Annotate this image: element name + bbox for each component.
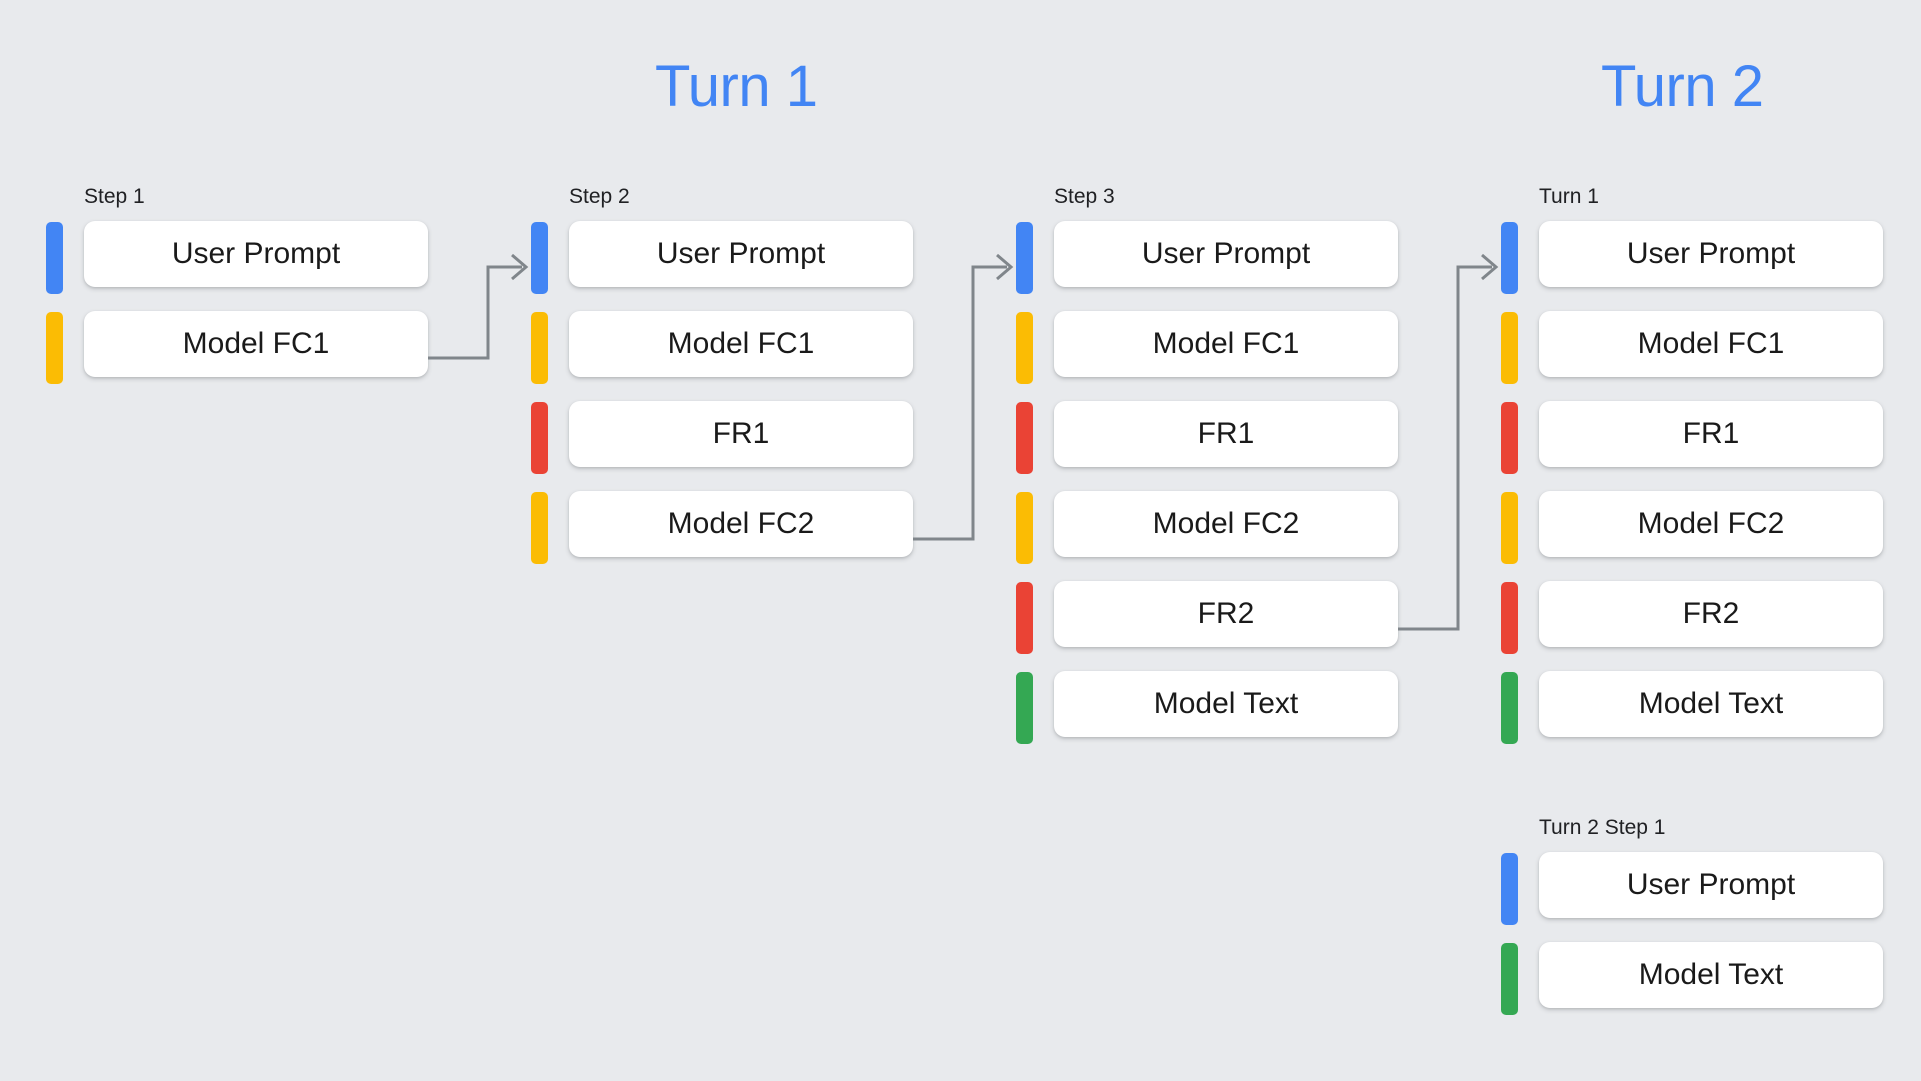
status-bar-blue — [531, 222, 548, 294]
card-label[interactable]: User Prompt — [1539, 221, 1883, 287]
row-model-fc1[interactable]: Model FC1 — [46, 311, 428, 401]
status-bar-yellow — [1016, 492, 1033, 564]
row-fr1[interactable]: FR1 — [1016, 401, 1398, 491]
column-label-turn-1: Turn 1 — [1539, 185, 1599, 208]
row-model-text[interactable]: Model Text — [1501, 671, 1883, 761]
status-bar-yellow — [1501, 312, 1518, 384]
row-model-fc1[interactable]: Model FC1 — [1501, 311, 1883, 401]
row-list-turn-2-step-1: User Prompt Model Text — [1501, 852, 1883, 1032]
status-bar-yellow — [531, 312, 548, 384]
status-bar-blue — [1501, 853, 1518, 925]
status-bar-blue — [1501, 222, 1518, 294]
turn-2-heading: Turn 2 — [1601, 54, 1764, 119]
card-label[interactable]: Model FC2 — [1054, 491, 1398, 557]
column-label-step-3: Step 3 — [1054, 185, 1115, 208]
status-bar-red — [1501, 402, 1518, 474]
row-model-fc2[interactable]: Model FC2 — [531, 491, 913, 581]
row-list-step-2: User Prompt Model FC1 FR1 Model FC2 — [531, 221, 913, 581]
card-label[interactable]: Model Text — [1539, 671, 1883, 737]
card-label[interactable]: Model FC2 — [1539, 491, 1883, 557]
column-step-1: Step 1 User Prompt Model FC1 — [46, 186, 428, 401]
row-model-text[interactable]: Model Text — [1501, 942, 1883, 1032]
row-model-text[interactable]: Model Text — [1016, 671, 1398, 761]
row-user-prompt[interactable]: User Prompt — [1501, 852, 1883, 942]
row-user-prompt[interactable]: User Prompt — [531, 221, 913, 311]
status-bar-red — [1016, 582, 1033, 654]
card-label[interactable]: Model FC2 — [569, 491, 913, 557]
column-step-3: Step 3 User Prompt Model FC1 FR1 Model F… — [1016, 186, 1398, 761]
card-label[interactable]: FR2 — [1054, 581, 1398, 647]
row-model-fc1[interactable]: Model FC1 — [1016, 311, 1398, 401]
card-label[interactable]: User Prompt — [1054, 221, 1398, 287]
status-bar-yellow — [46, 312, 63, 384]
card-label[interactable]: Model Text — [1054, 671, 1398, 737]
row-list-step-1: User Prompt Model FC1 — [46, 221, 428, 401]
status-bar-green — [1501, 672, 1518, 744]
row-list-turn-1: User Prompt Model FC1 FR1 Model FC2 FR2 … — [1501, 221, 1883, 761]
row-user-prompt[interactable]: User Prompt — [46, 221, 428, 311]
card-label[interactable]: Model FC1 — [569, 311, 913, 377]
row-user-prompt[interactable]: User Prompt — [1016, 221, 1398, 311]
column-turn-2-step-1: Turn 2 Step 1 User Prompt Model Text — [1501, 817, 1883, 1032]
column-turn-1-summary: Turn 1 User Prompt Model FC1 FR1 Model F… — [1501, 186, 1883, 761]
status-bar-yellow — [1016, 312, 1033, 384]
card-label[interactable]: User Prompt — [84, 221, 428, 287]
card-label[interactable]: Model FC1 — [1054, 311, 1398, 377]
status-bar-red — [1501, 582, 1518, 654]
status-bar-blue — [1016, 222, 1033, 294]
card-label[interactable]: FR1 — [1054, 401, 1398, 467]
status-bar-green — [1501, 943, 1518, 1015]
row-user-prompt[interactable]: User Prompt — [1501, 221, 1883, 311]
row-fr2[interactable]: FR2 — [1016, 581, 1398, 671]
column-step-2: Step 2 User Prompt Model FC1 FR1 Model F… — [531, 186, 913, 581]
row-model-fc2[interactable]: Model FC2 — [1501, 491, 1883, 581]
status-bar-red — [531, 402, 548, 474]
card-label[interactable]: Model Text — [1539, 942, 1883, 1008]
row-list-step-3: User Prompt Model FC1 FR1 Model FC2 FR2 … — [1016, 221, 1398, 761]
card-label[interactable]: Model FC1 — [84, 311, 428, 377]
column-label-turn-2-step-1: Turn 2 Step 1 — [1539, 816, 1666, 839]
card-label[interactable]: FR1 — [569, 401, 913, 467]
connector-step2-to-step3 — [913, 253, 1014, 541]
card-label[interactable]: User Prompt — [1539, 852, 1883, 918]
card-label[interactable]: Model FC1 — [1539, 311, 1883, 377]
row-model-fc1[interactable]: Model FC1 — [531, 311, 913, 401]
turn-1-heading: Turn 1 — [655, 54, 818, 119]
connector-step3-to-turn1 — [1398, 253, 1499, 631]
column-label-step-2: Step 2 — [569, 185, 630, 208]
connector-step1-to-step2 — [428, 253, 529, 360]
card-label[interactable]: FR1 — [1539, 401, 1883, 467]
row-model-fc2[interactable]: Model FC2 — [1016, 491, 1398, 581]
card-label[interactable]: User Prompt — [569, 221, 913, 287]
status-bar-yellow — [531, 492, 548, 564]
status-bar-green — [1016, 672, 1033, 744]
column-label-step-1: Step 1 — [84, 185, 145, 208]
row-fr1[interactable]: FR1 — [1501, 401, 1883, 491]
status-bar-blue — [46, 222, 63, 294]
status-bar-yellow — [1501, 492, 1518, 564]
card-label[interactable]: FR2 — [1539, 581, 1883, 647]
status-bar-red — [1016, 402, 1033, 474]
row-fr1[interactable]: FR1 — [531, 401, 913, 491]
row-fr2[interactable]: FR2 — [1501, 581, 1883, 671]
